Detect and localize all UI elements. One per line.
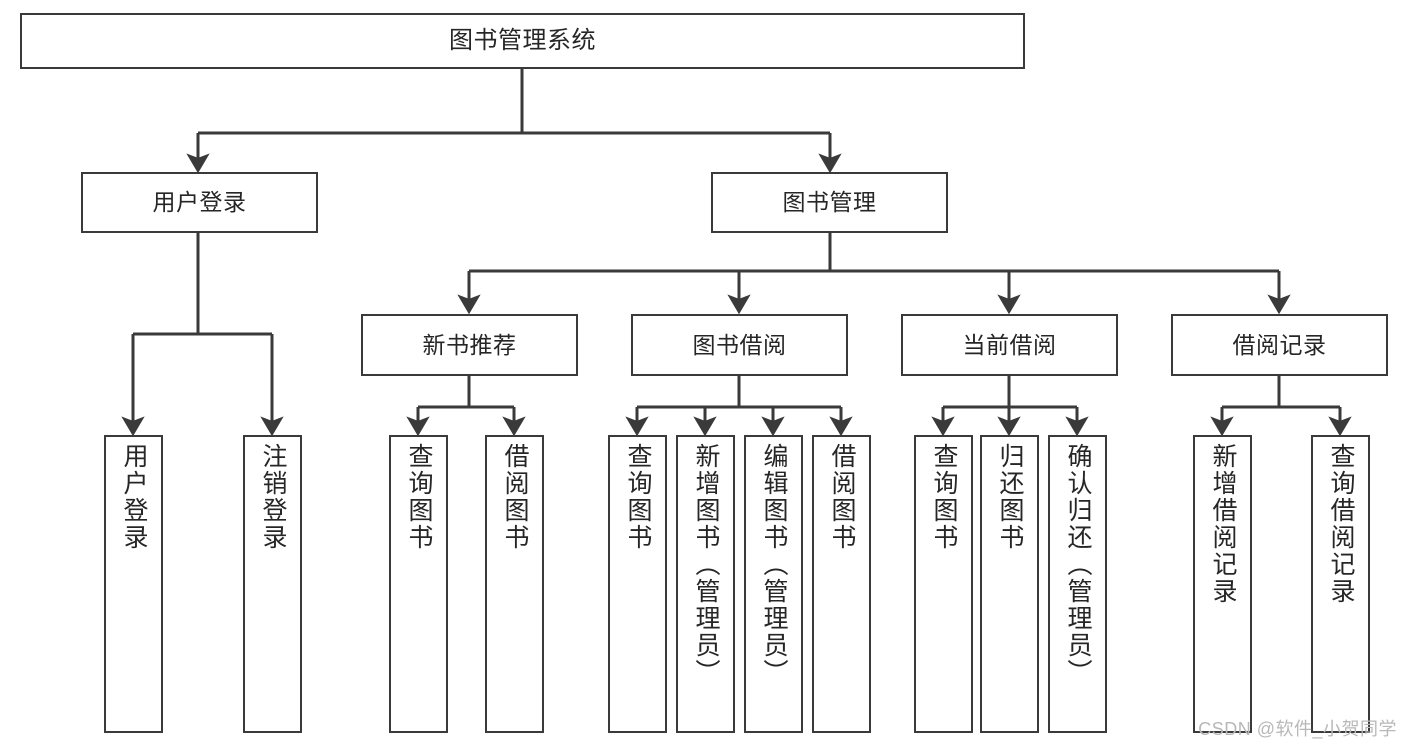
node-leaf-edit-book[interactable]: 编辑图书（管理员） <box>744 435 803 733</box>
node-label: 新增借阅记录 <box>1209 443 1237 605</box>
node-label: 用户登录 <box>120 443 148 551</box>
node-leaf-query-book-rec[interactable]: 查询图书 <box>389 435 448 733</box>
node-label: 新增图书（管理员） <box>692 443 720 686</box>
node-book-borrow[interactable]: 图书借阅 <box>631 314 848 376</box>
node-label: 注销登录 <box>259 443 287 551</box>
node-leaf-add-book[interactable]: 新增图书（管理员） <box>676 435 735 733</box>
node-user-login[interactable]: 用户登录 <box>81 172 318 233</box>
node-label: 借阅图书 <box>828 443 856 551</box>
node-label: 查询借阅记录 <box>1327 443 1355 605</box>
watermark: CSDN @软件_小贺同学 <box>1198 719 1397 739</box>
node-leaf-query-borrow-record[interactable]: 查询借阅记录 <box>1311 435 1370 733</box>
node-label: 确认归还（管理员） <box>1064 443 1092 686</box>
node-label: 查询图书 <box>624 443 652 551</box>
node-leaf-user-login[interactable]: 用户登录 <box>104 435 163 733</box>
node-leaf-borrow-book-rec[interactable]: 借阅图书 <box>485 435 544 733</box>
node-label: 查询图书 <box>930 443 958 551</box>
node-label: 归还图书 <box>996 443 1024 551</box>
node-leaf-borrow-book[interactable]: 借阅图书 <box>812 435 871 733</box>
node-book-manage[interactable]: 图书管理 <box>711 172 948 233</box>
node-label: 图书管理系统 <box>449 27 596 55</box>
node-root-book-management-system[interactable]: 图书管理系统 <box>20 13 1025 69</box>
node-label: 当前借阅 <box>962 331 1057 358</box>
node-label: 借阅图书 <box>501 443 529 551</box>
node-label: 编辑图书（管理员） <box>760 443 788 686</box>
node-label: 新书推荐 <box>422 331 517 358</box>
node-label: 借阅记录 <box>1232 331 1327 358</box>
node-label: 用户登录 <box>152 189 247 216</box>
node-label: 图书管理 <box>782 189 877 216</box>
node-label: 图书借阅 <box>692 331 787 358</box>
node-leaf-query-book-current[interactable]: 查询图书 <box>914 435 973 733</box>
node-label: 查询图书 <box>405 443 433 551</box>
node-leaf-add-borrow-record[interactable]: 新增借阅记录 <box>1193 435 1252 733</box>
node-leaf-confirm-return[interactable]: 确认归还（管理员） <box>1048 435 1107 733</box>
node-leaf-return-book[interactable]: 归还图书 <box>980 435 1039 733</box>
node-leaf-logout[interactable]: 注销登录 <box>243 435 302 733</box>
node-borrow-record[interactable]: 借阅记录 <box>1171 314 1388 376</box>
node-leaf-query-book-borrow[interactable]: 查询图书 <box>608 435 667 733</box>
node-current-borrow[interactable]: 当前借阅 <box>901 314 1118 376</box>
node-new-book-recommendation[interactable]: 新书推荐 <box>361 314 578 376</box>
